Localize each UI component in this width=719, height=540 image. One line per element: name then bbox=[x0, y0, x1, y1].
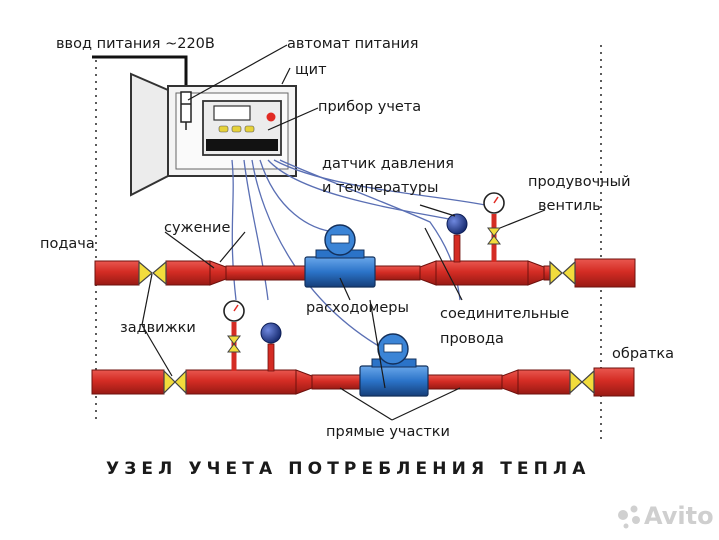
narrowing-cone bbox=[527, 260, 545, 286]
meter-device bbox=[202, 100, 282, 156]
pipe-segment bbox=[91, 369, 165, 395]
gate-valve[interactable] bbox=[163, 369, 187, 395]
flowmeter bbox=[359, 333, 429, 397]
return-pipeline bbox=[91, 300, 635, 397]
label-breaker: автомат питания bbox=[287, 36, 419, 52]
narrowing-cone bbox=[419, 260, 437, 286]
label-wires-line1: соединительные bbox=[440, 306, 569, 322]
leader-lines bbox=[141, 44, 546, 421]
meter-button[interactable] bbox=[231, 125, 242, 133]
breaker bbox=[180, 91, 192, 130]
pipe-segment bbox=[165, 260, 211, 286]
power-cable bbox=[92, 55, 188, 92]
avito-watermark: Avito bbox=[618, 502, 714, 530]
watermark-text: Avito bbox=[644, 502, 714, 530]
label-valves: задвижки bbox=[120, 320, 196, 336]
pressure-temperature-sensor bbox=[260, 322, 282, 372]
cabinet-door bbox=[130, 72, 169, 197]
narrowing-cone bbox=[501, 369, 519, 395]
flowmeter bbox=[304, 224, 376, 288]
diagram-title: УЗЕЛ УЧЕТА ПОТРЕБЛЕНИЯ ТЕПЛА bbox=[106, 459, 590, 479]
supply-pipeline bbox=[94, 192, 636, 288]
pipe-segment bbox=[435, 260, 529, 286]
label-straight-sections: прямые участки bbox=[326, 424, 450, 440]
pressure-temperature-sensor bbox=[446, 213, 468, 263]
gate-valve[interactable] bbox=[138, 260, 167, 286]
meter-button[interactable] bbox=[218, 125, 229, 133]
pipe-segment bbox=[185, 369, 297, 395]
label-panel: щит bbox=[295, 62, 327, 78]
meter-display bbox=[213, 105, 251, 121]
meter-led bbox=[266, 112, 276, 122]
pipe-segment bbox=[517, 369, 571, 395]
label-flowmeters: расходомеры bbox=[306, 300, 409, 316]
gate-valve[interactable] bbox=[569, 369, 595, 395]
pipe-segment bbox=[574, 258, 636, 288]
label-narrowing: сужение bbox=[164, 220, 230, 236]
label-sensor-line2: и температуры bbox=[322, 180, 439, 196]
label-meter: прибор учета bbox=[318, 99, 421, 115]
pipe-segment bbox=[543, 265, 551, 281]
label-supply: подача bbox=[40, 236, 95, 252]
purge-valve[interactable] bbox=[223, 300, 245, 371]
purge-valve[interactable] bbox=[483, 192, 505, 262]
label-purge-line1: продувочный bbox=[528, 174, 631, 190]
label-purge-line2: вентиль bbox=[538, 198, 601, 214]
meter-terminal-strip bbox=[206, 139, 278, 151]
pipe-segment bbox=[94, 260, 140, 286]
meter-button[interactable] bbox=[244, 125, 255, 133]
label-wires-line2: провода bbox=[440, 331, 504, 347]
gate-valve[interactable] bbox=[549, 260, 576, 286]
narrowing-cone bbox=[295, 369, 313, 395]
label-power-input: ввод питания ~220В bbox=[56, 36, 215, 52]
label-sensor-line1: датчик давления bbox=[322, 156, 454, 172]
pipe-segment bbox=[593, 367, 635, 397]
label-return: обратка bbox=[612, 346, 674, 362]
narrowing-cone bbox=[209, 260, 227, 286]
